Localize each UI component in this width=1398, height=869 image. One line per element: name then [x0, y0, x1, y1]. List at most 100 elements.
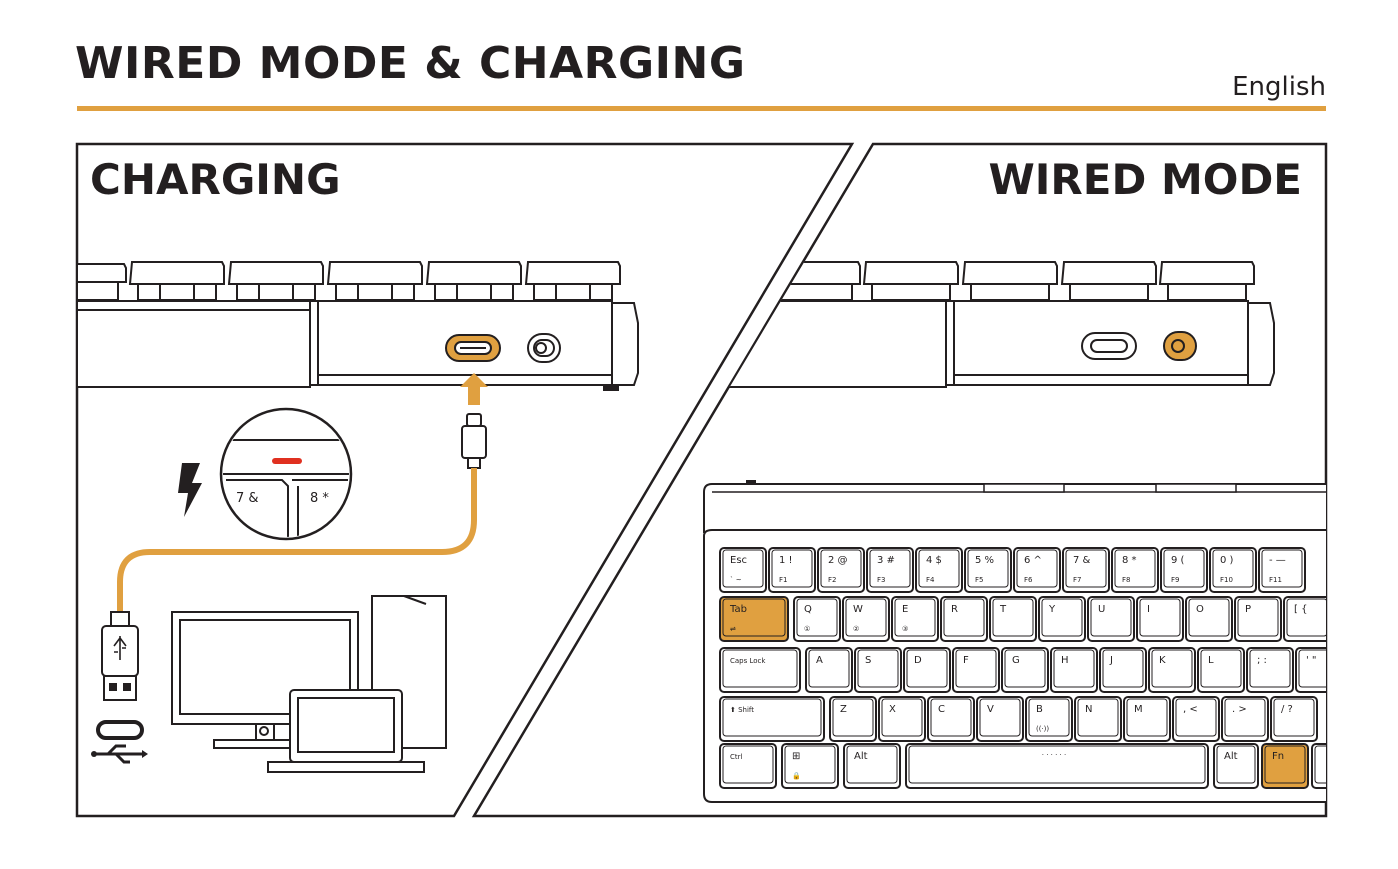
- key-4-top-label: 4 $: [926, 555, 942, 566]
- key-row3-2-top-label: D: [914, 655, 922, 666]
- key-q: Q①: [794, 597, 840, 641]
- keyboard-side-view-wired: [700, 262, 1274, 387]
- charging-heading: CHARGING: [90, 155, 341, 204]
- keyboard-top-view: Esc` ~1 !F12 @F23 #F34 $F45 %F56 ^F67 &F…: [704, 480, 1358, 802]
- key-8-top-label: 8 *: [1122, 555, 1137, 566]
- key-0: Esc` ~: [720, 548, 766, 592]
- key-7-bottom-label: F7: [1073, 576, 1081, 584]
- key--top-label: [ {: [1294, 604, 1307, 615]
- key-11: - —F11: [1259, 548, 1305, 592]
- key-1: 1 !F1: [769, 548, 815, 592]
- key-5: 5 % F5: [965, 548, 1011, 592]
- mode-switch-icon: [528, 334, 560, 362]
- keyboard-keys: Esc` ~1 !F12 @F23 #F34 $F45 %F56 ^F67 &F…: [720, 548, 1358, 788]
- key-6-top-label: 6 ^: [1024, 555, 1042, 566]
- key-row4-4-top-label: B: [1036, 704, 1043, 715]
- key-row3-10: ' ": [1296, 648, 1342, 692]
- key-: [ {: [1284, 597, 1330, 641]
- key-p: P: [1235, 597, 1281, 641]
- key-t: T: [990, 597, 1036, 641]
- key-row3-0: A: [806, 648, 852, 692]
- key-alt-right-top-label: Alt: [1224, 751, 1238, 762]
- key-row3-9: ; :: [1247, 648, 1293, 692]
- usb-c-port-wired-icon: [1082, 333, 1136, 359]
- key-row3-5: H: [1051, 648, 1097, 692]
- computer-illustration: [172, 596, 446, 772]
- key-y-top-label: Y: [1048, 604, 1056, 615]
- key-caps-lock: Caps Lock: [720, 648, 800, 692]
- key-y: Y: [1039, 597, 1085, 641]
- usb-c-port-icon: [446, 335, 500, 361]
- key-4: 4 $F4: [916, 548, 962, 592]
- key-row4-6: M: [1124, 697, 1170, 741]
- key-win-bottom-label: 🔒: [792, 772, 801, 780]
- indicator-led-zoom-inset: 7 & 8 *: [220, 409, 352, 546]
- key-9-bottom-label: F9: [1171, 576, 1179, 584]
- key-u-top-label: U: [1098, 604, 1105, 615]
- key-row4-2: C: [928, 697, 974, 741]
- key-7: 7 &F7: [1063, 548, 1109, 592]
- key-row3-4-top-label: G: [1012, 655, 1020, 666]
- key-caps-lock-top-label: Caps Lock: [730, 657, 766, 665]
- key-row4-0: Z: [830, 697, 876, 741]
- key-8-bottom-label: F8: [1122, 576, 1130, 584]
- key-row4-6-top-label: M: [1134, 704, 1143, 715]
- key-row4-3: V: [977, 697, 1023, 741]
- key-row3-7-top-label: K: [1159, 655, 1166, 666]
- key-row4-4: B ((·)): [1026, 697, 1072, 741]
- key-2-bottom-label: F2: [828, 576, 836, 584]
- inset-key-7: 7 &: [236, 491, 259, 506]
- key-i: I: [1137, 597, 1183, 641]
- key-row4-2-top-label: C: [938, 704, 945, 715]
- key-8: 8 * F8: [1112, 548, 1158, 592]
- key-u: U: [1088, 597, 1134, 641]
- key-win: ⊞🔒: [782, 744, 838, 788]
- inset-key-8: 8 *: [310, 491, 329, 506]
- key-shift: ⬆ Shift: [720, 697, 824, 741]
- key-3: 3 #F3: [867, 548, 913, 592]
- key-w-top-label: W: [853, 604, 863, 615]
- key-10: 0 )F10: [1210, 548, 1256, 592]
- key-row4-8: . >: [1222, 697, 1268, 741]
- wired-mode-panel: WIRED MODE: [474, 144, 1358, 816]
- key-row4-4-bottom-label: ((·)): [1036, 725, 1049, 733]
- key-e: E③: [892, 597, 938, 641]
- key-row4-9-top-label: / ?: [1281, 704, 1293, 715]
- key-5-bottom-label: F5: [975, 576, 983, 584]
- key-row3-5-top-label: H: [1061, 655, 1069, 666]
- key-row3-0-top-label: A: [816, 655, 823, 666]
- key-row4-1-top-label: X: [889, 704, 896, 715]
- key-r-top-label: R: [951, 604, 958, 615]
- key-5-top-label: 5 %: [975, 555, 994, 566]
- red-led-icon: [272, 458, 302, 464]
- key-row4-7-top-label: , <: [1183, 704, 1198, 715]
- key-10-top-label: 0 ): [1220, 555, 1234, 566]
- key-tab: Tab ⇌: [720, 597, 788, 641]
- key-alt-left: Alt: [844, 744, 900, 788]
- key-row3-4: G: [1002, 648, 1048, 692]
- key-o: O: [1186, 597, 1232, 641]
- key-9: 9 (F9: [1161, 548, 1207, 592]
- key-fn-top-label: Fn: [1272, 751, 1284, 762]
- key-row4-5-top-label: N: [1085, 704, 1092, 715]
- key-row3-9-top-label: ; :: [1257, 655, 1267, 666]
- key-row3-1-top-label: S: [865, 655, 871, 666]
- key-w: W②: [843, 597, 889, 641]
- key-tab-bottom-label: ⇌: [730, 625, 736, 633]
- key-1-bottom-label: F1: [779, 576, 787, 584]
- mode-switch-wired-icon: [1164, 332, 1196, 360]
- key-0-bottom-label: ` ~: [730, 576, 742, 584]
- key-row3-6: J: [1100, 648, 1146, 692]
- key-o-top-label: O: [1196, 604, 1204, 615]
- key-win-top-label: ⊞: [792, 751, 800, 762]
- key-t-top-label: T: [999, 604, 1007, 615]
- key-row3-7: K: [1149, 648, 1195, 692]
- key-ctrl-top-label: Ctrl: [730, 753, 743, 761]
- keyboard-side-view-charging: 7 & 8 *: [58, 262, 638, 772]
- key-e-top-label: E: [902, 604, 908, 615]
- key-ctrl: Ctrl: [720, 744, 776, 788]
- key-row3-6-top-label: J: [1109, 655, 1113, 666]
- key-tab-top-label: Tab: [729, 604, 747, 615]
- key-row4-8-top-label: . >: [1232, 704, 1247, 715]
